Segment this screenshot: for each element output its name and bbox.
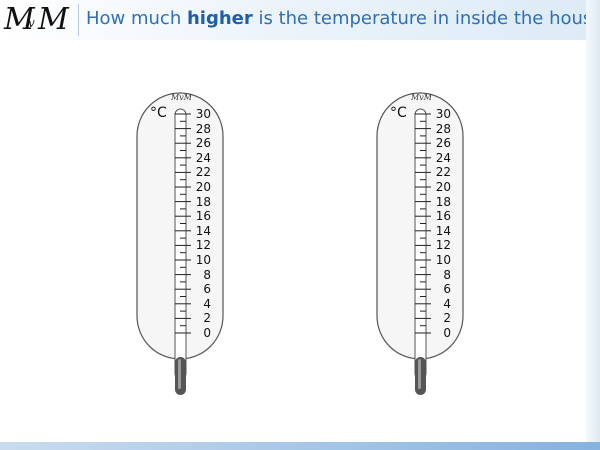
scale-label: 20 <box>195 180 211 194</box>
scale-label: 24 <box>435 150 451 165</box>
header-bar: M v M How much higher is the temperature… <box>0 0 600 40</box>
scale-label: 10 <box>195 253 211 267</box>
slide-bottom-border <box>0 442 600 450</box>
scale-label: 24 <box>195 150 211 165</box>
scale-label: 4 <box>443 296 451 311</box>
scale-label: 28 <box>435 121 451 136</box>
scale-label: 0 <box>203 326 211 340</box>
scale-label: 26 <box>435 136 451 151</box>
question-text-after: is the temperature in inside the house? <box>252 8 600 29</box>
scale-label: 14 <box>195 223 211 238</box>
header-divider <box>78 4 79 36</box>
thermometer-graphic <box>136 92 224 395</box>
scale-label: 10 <box>435 253 451 267</box>
logo-m-right: M <box>38 2 69 37</box>
thermometer-tube <box>414 108 427 380</box>
slide-right-border <box>586 0 600 450</box>
brand-mark: MvM <box>171 93 192 102</box>
scale-label: 2 <box>443 311 451 326</box>
question-text-before: How much <box>86 8 187 29</box>
scale-label: 2 <box>203 311 211 326</box>
scale-label: 6 <box>203 282 211 297</box>
scale-label: 22 <box>195 165 211 180</box>
scale-label: 28 <box>195 121 211 136</box>
scale-label: 30 <box>195 107 211 121</box>
scale-label: 8 <box>443 267 451 282</box>
unit-label: °C <box>390 105 407 121</box>
mathsvisuals-logo-icon: M v M <box>4 2 74 38</box>
scale-label: 20 <box>435 180 451 194</box>
scale-label: 22 <box>435 165 451 180</box>
thermometer-bulb-highlight <box>178 359 181 389</box>
scale-label: 18 <box>435 194 451 209</box>
scale-label: 0 <box>443 326 451 340</box>
thermometer-bulb-highlight <box>418 359 421 389</box>
scale-label: 26 <box>195 136 211 151</box>
scale-label: 16 <box>195 209 211 224</box>
scale-label: 12 <box>195 238 211 253</box>
scale-label: 8 <box>203 267 211 282</box>
scale-label: 4 <box>203 296 211 311</box>
thermometer-tube <box>174 108 187 380</box>
brand-mark: MvM <box>411 93 432 102</box>
logo-v: v <box>28 16 35 30</box>
scale-label: 30 <box>435 107 451 121</box>
scale-label: 12 <box>435 238 451 253</box>
thermometer-graphic <box>376 92 464 395</box>
scale-label: 18 <box>195 194 211 209</box>
scale-label: 16 <box>435 209 451 224</box>
question-title: How much higher is the temperature in in… <box>86 8 600 30</box>
logo-m-left: M <box>4 2 35 37</box>
scale-label: 14 <box>435 223 451 238</box>
unit-label: °C <box>150 105 167 121</box>
question-emphasis: higher <box>186 8 253 29</box>
scale-label: 6 <box>443 282 451 297</box>
